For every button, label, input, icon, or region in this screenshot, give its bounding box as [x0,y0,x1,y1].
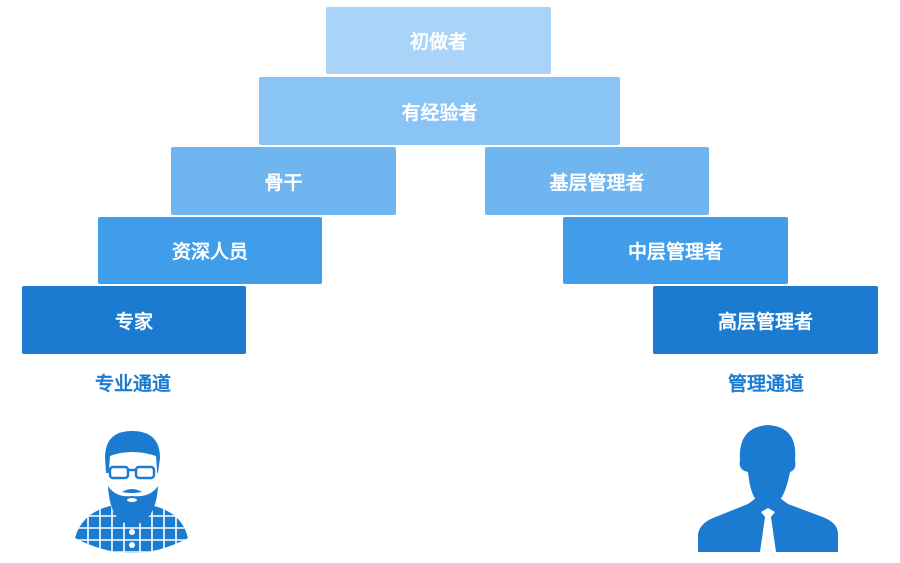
level-label: 基层管理者 [549,171,645,194]
level-label: 资深人员 [171,241,248,263]
level-junior-manager: 基层管理者 [485,147,709,215]
level-backbone: 骨干 [171,147,396,215]
level-experienced: 有经验者 [259,77,620,145]
management-track-label: 管理通道 [727,373,804,395]
level-label: 专家 [114,310,153,333]
level-label: 骨干 [264,171,303,194]
professional-track-label: 专业通道 [94,373,171,395]
level-senior: 资深人员 [98,217,322,284]
level-middle-manager: 中层管理者 [563,217,788,284]
level-senior-manager: 高层管理者 [653,286,878,354]
level-beginner: 初做者 [326,7,551,74]
level-label: 有经验者 [401,101,478,124]
bearded-man-icon [75,431,188,553]
level-expert: 专家 [22,286,246,354]
businessman-icon [698,425,838,552]
level-label: 高层管理者 [717,310,813,333]
level-label: 中层管理者 [627,241,723,263]
level-label: 初做者 [409,31,467,53]
